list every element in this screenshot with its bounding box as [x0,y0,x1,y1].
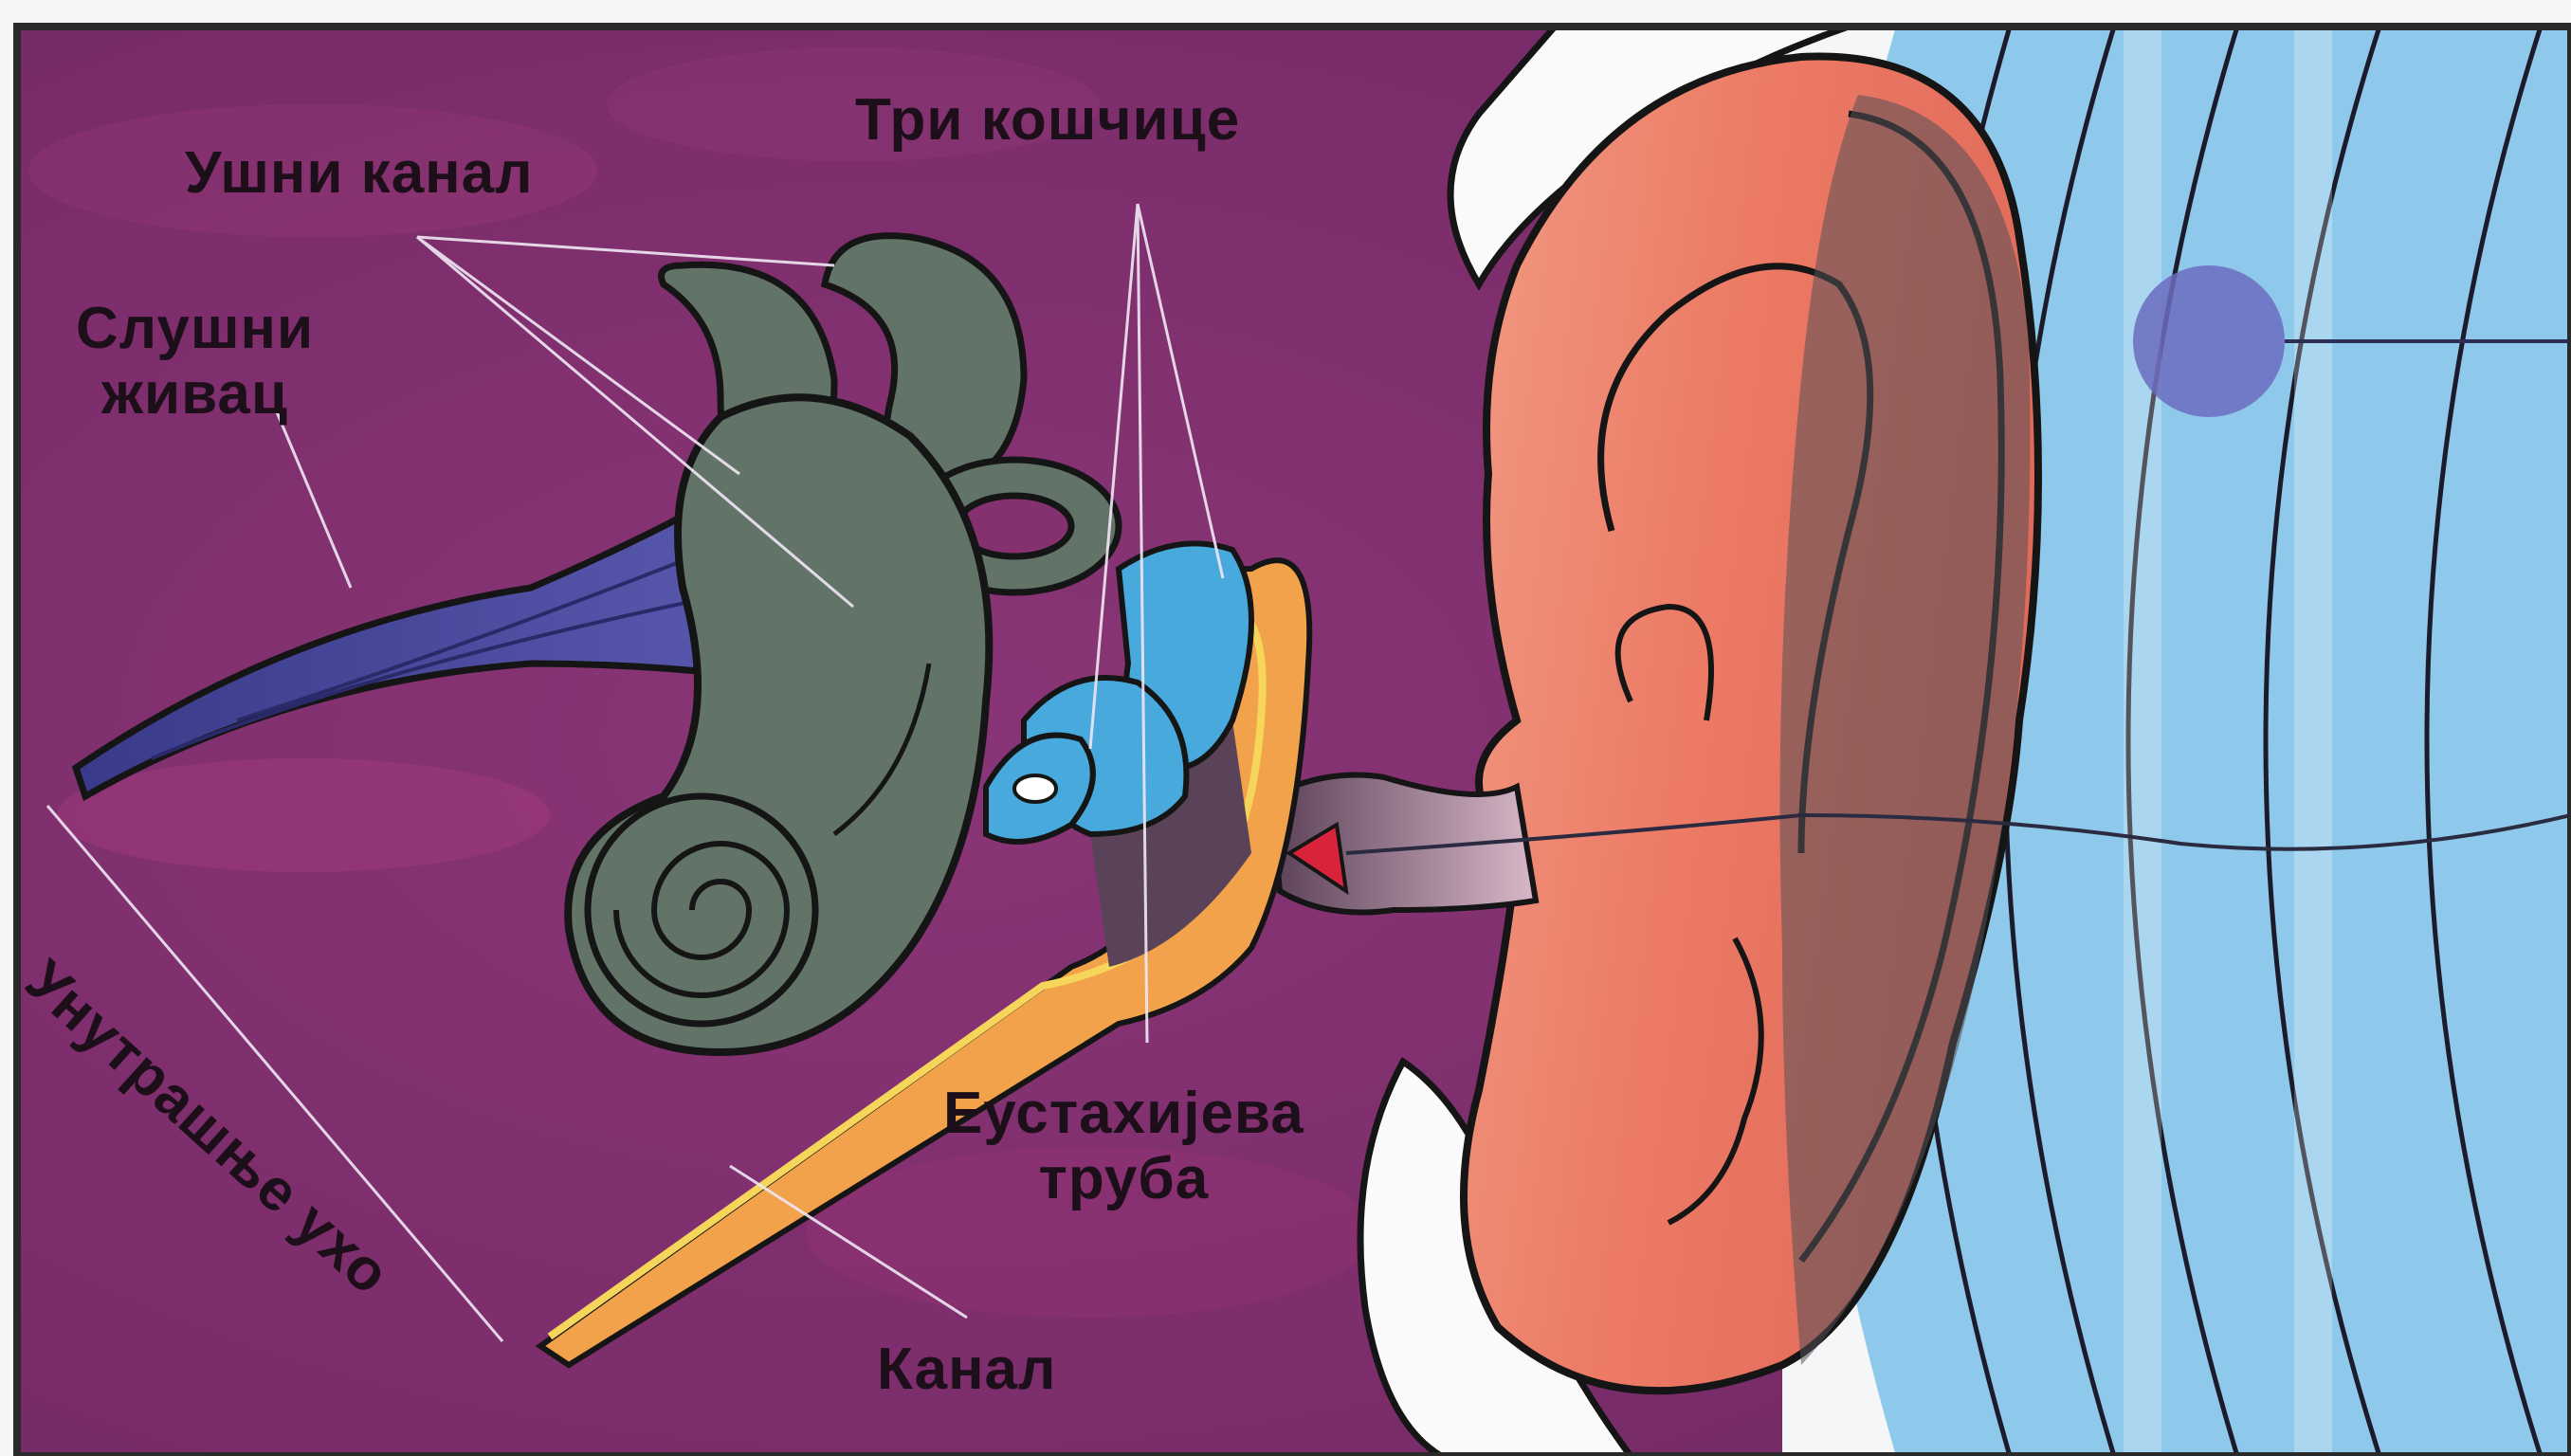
label-ear-canal: Ушни канал [185,140,534,206]
label-auditory-nerve-line1: Слушни [76,296,314,361]
label-eustachian-tube: Еустахијева труба [943,1081,1304,1212]
label-eustachian-line2: труба [943,1146,1304,1211]
label-auditory-nerve: Слушни живац [76,296,314,428]
label-eustachian-line1: Еустахијева [943,1081,1304,1146]
sound-source-dot [2133,265,2285,417]
label-canal: Канал [877,1337,1056,1402]
label-three-ossicles: Три кошчице [855,87,1240,153]
label-auditory-nerve-line2: живац [76,361,314,427]
